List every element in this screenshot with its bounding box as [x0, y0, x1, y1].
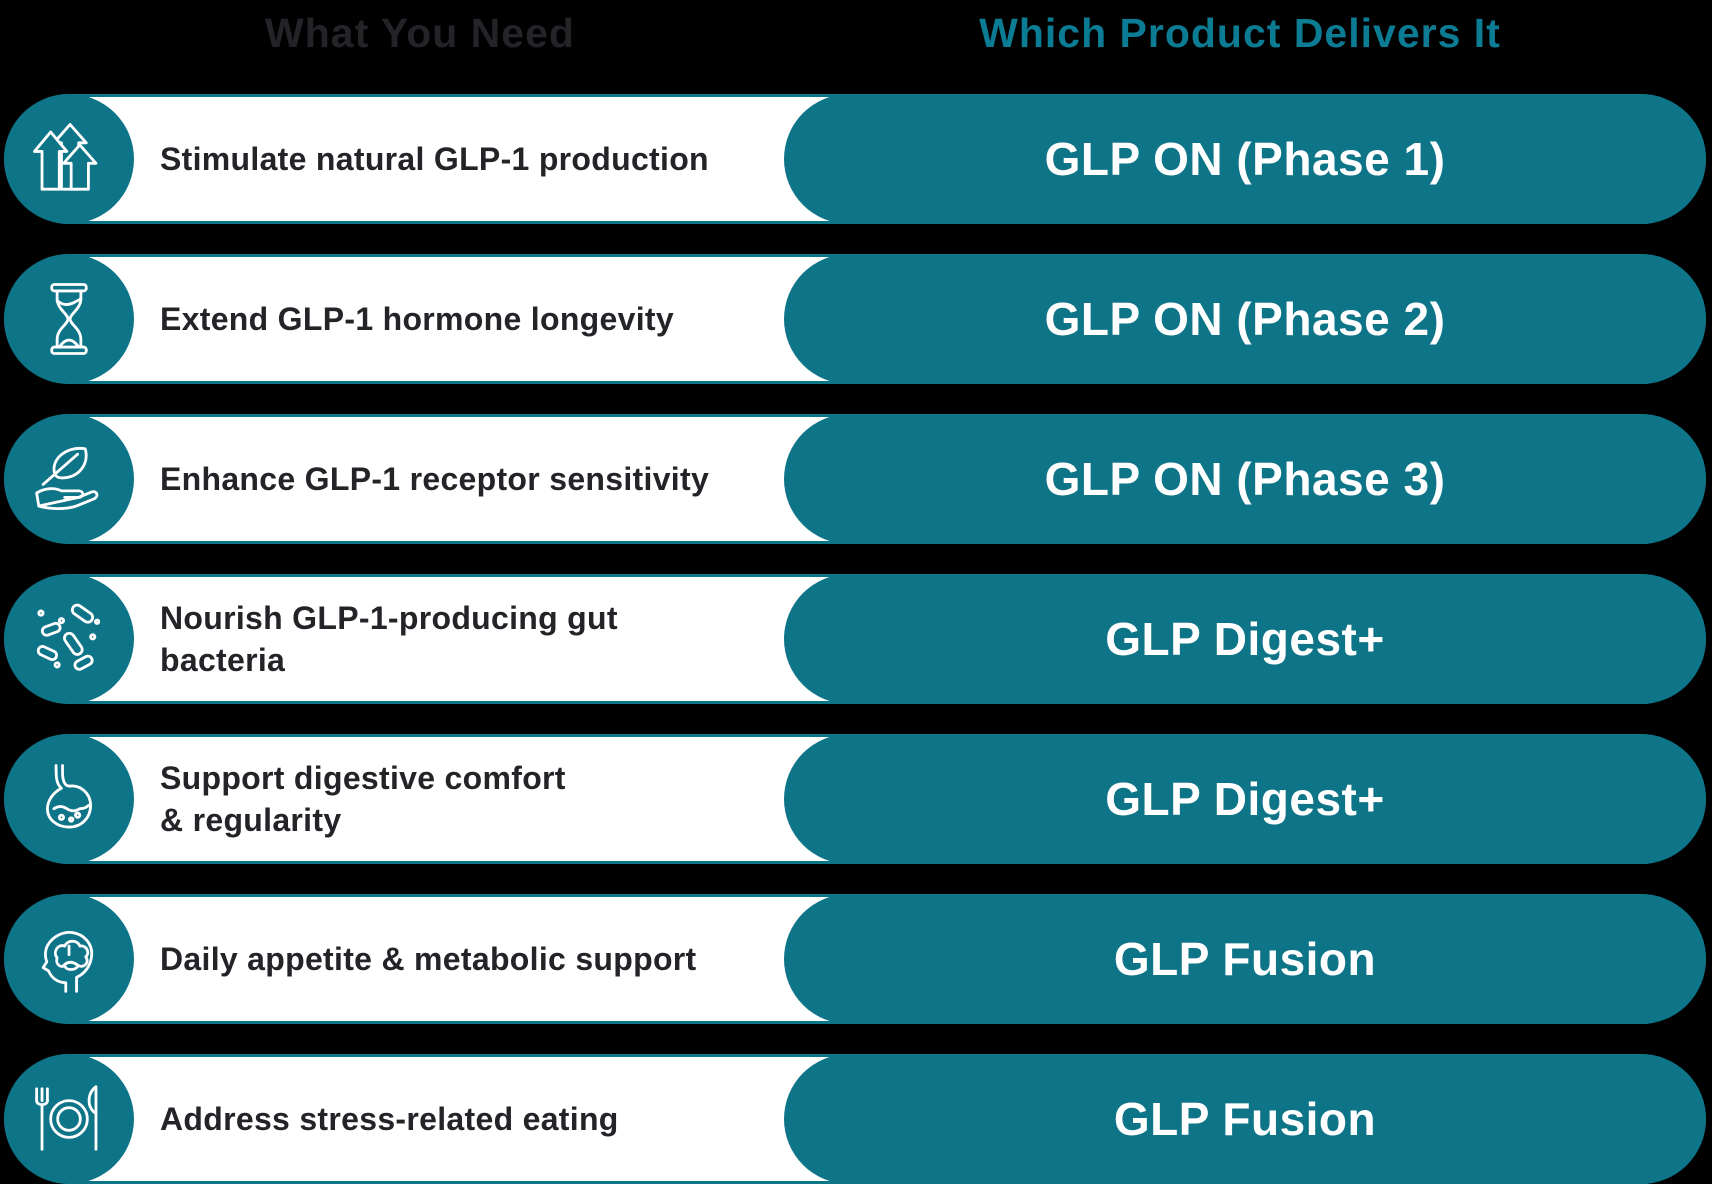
need-label: Daily appetite & metabolic support: [160, 940, 697, 977]
product-pill: GLP Digest+: [784, 734, 1706, 864]
need-label: Support digestive comfort & regularity: [160, 759, 566, 838]
product-label: GLP Fusion: [1113, 933, 1377, 985]
head-brain-icon: [41, 931, 94, 993]
row-icon-circle: [4, 414, 134, 544]
need-label: Address stress-related eating: [160, 1100, 619, 1137]
table-row: GLP Digest+ Support digestive comfort & …: [0, 734, 1712, 864]
row-icon-circle: [4, 1054, 134, 1184]
product-label: GLP Digest+: [1105, 773, 1385, 825]
column-header-products: Which Product Delivers It: [979, 9, 1501, 56]
hourglass-icon: [50, 283, 88, 355]
need-label: Stimulate natural GLP-1 production: [160, 140, 709, 177]
row-icon-circle: [4, 734, 134, 864]
product-pill: GLP Fusion: [784, 1054, 1706, 1184]
arrows-up-icon: [33, 123, 98, 191]
product-label: GLP ON (Phase 2): [1044, 293, 1446, 345]
product-label: GLP Fusion: [1113, 1093, 1377, 1145]
product-label: GLP Digest+: [1105, 613, 1385, 665]
row-icon-circle: [4, 94, 134, 224]
need-label: Nourish GLP-1-producing gut bacteria: [160, 599, 618, 678]
product-label: GLP ON (Phase 1): [1044, 133, 1446, 185]
product-pill: GLP ON (Phase 3): [784, 414, 1706, 544]
hand-leaf-icon: [35, 446, 99, 511]
product-pill: GLP ON (Phase 2): [784, 254, 1706, 384]
need-label: Enhance GLP-1 receptor sensitivity: [160, 460, 710, 497]
table-row: GLP Fusion Daily appetite & metabolic su…: [0, 894, 1712, 1024]
product-pill: GLP Fusion: [784, 894, 1706, 1024]
table-row: GLP ON (Phase 1) Stimulate natural GLP-1…: [0, 94, 1712, 224]
row-icon-circle: [4, 894, 134, 1024]
product-pill: GLP Digest+: [784, 574, 1706, 704]
plate-cutlery-icon: [35, 1085, 98, 1151]
need-label: Extend GLP-1 hormone longevity: [160, 300, 674, 337]
table-row: GLP ON (Phase 2) Extend GLP-1 hormone lo…: [0, 254, 1712, 384]
product-pill: GLP ON (Phase 1): [784, 94, 1706, 224]
product-label: GLP ON (Phase 3): [1044, 453, 1446, 505]
column-header-needs: What You Need: [265, 9, 575, 56]
table-row: GLP Digest+ Nourish GLP-1-producing gut …: [0, 574, 1712, 704]
table-row: GLP Fusion Address stress-related eating: [0, 1054, 1712, 1184]
stomach-icon: [46, 764, 92, 829]
table-row: GLP ON (Phase 3) Enhance GLP-1 receptor …: [0, 414, 1712, 544]
row-icon-circle: [4, 254, 134, 384]
gut-bacteria-icon: [36, 603, 101, 671]
row-icon-circle: [4, 574, 134, 704]
